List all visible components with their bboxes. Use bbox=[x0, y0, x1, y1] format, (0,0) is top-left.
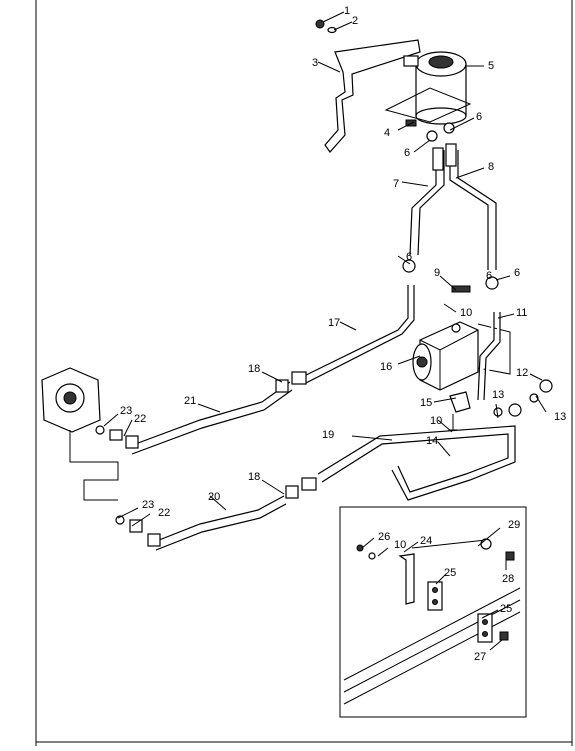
callout-label: 11 bbox=[516, 307, 527, 319]
callout-label: 3 bbox=[312, 57, 318, 69]
hose-clamp bbox=[402, 259, 416, 273]
callout-label: 26 bbox=[378, 531, 390, 543]
callout-label: 15 bbox=[420, 397, 432, 409]
callout-label: 6 bbox=[514, 267, 520, 279]
callout-label: 19 bbox=[322, 429, 334, 441]
callout-label: 2 bbox=[352, 15, 358, 27]
callout-label: 6 bbox=[486, 270, 492, 282]
elbow-fitting bbox=[449, 391, 471, 413]
fitting bbox=[301, 477, 317, 491]
callout-label: 24 bbox=[420, 535, 432, 547]
hydraulic-pump bbox=[412, 321, 479, 391]
fitting bbox=[285, 485, 299, 499]
callout-label: 14 bbox=[426, 435, 438, 447]
hydraulic-reservoir bbox=[415, 51, 467, 125]
fitting bbox=[291, 371, 307, 385]
callout-label: 25 bbox=[500, 603, 512, 615]
hose-clamp bbox=[485, 276, 499, 290]
callout-label: 5 bbox=[488, 60, 494, 72]
callout-label: 6 bbox=[476, 111, 482, 123]
hose-end bbox=[125, 435, 139, 449]
callout-label: 4 bbox=[384, 127, 390, 139]
callout-label: 13 bbox=[554, 411, 566, 423]
callout-label: 22 bbox=[158, 507, 170, 519]
callout-label: 12 bbox=[516, 367, 528, 379]
callout-label: 13 bbox=[492, 389, 504, 401]
fitting bbox=[508, 403, 522, 417]
callout-label: 18 bbox=[248, 471, 260, 483]
hose-fitting bbox=[445, 143, 457, 167]
assembly-guide bbox=[69, 430, 119, 501]
callout-label: 23 bbox=[120, 405, 132, 417]
bolt bbox=[315, 19, 325, 29]
bolt bbox=[451, 285, 471, 293]
callout-label: 7 bbox=[393, 178, 399, 190]
hose-clamp bbox=[426, 130, 438, 142]
callout-label: 22 bbox=[134, 413, 146, 425]
seal-ring bbox=[95, 425, 105, 435]
leader-lines bbox=[103, 11, 547, 651]
hose-21 bbox=[129, 381, 293, 455]
hose-end bbox=[147, 533, 161, 547]
callout-label: 6 bbox=[404, 147, 410, 159]
hose-clamp bbox=[443, 122, 455, 134]
pipe-19 bbox=[317, 425, 516, 501]
callout-label: 21 bbox=[184, 395, 196, 407]
washer bbox=[327, 26, 337, 34]
callout-label: 16 bbox=[380, 361, 392, 373]
callout-label: 23 bbox=[142, 499, 154, 511]
reservoir-clamp bbox=[403, 55, 419, 67]
callout-label: 10 bbox=[460, 307, 472, 319]
washer bbox=[451, 323, 461, 333]
steering-unit bbox=[41, 367, 101, 433]
hose-20 bbox=[153, 495, 287, 551]
callout-label: 25 bbox=[444, 567, 456, 579]
callout-label: 10 bbox=[430, 415, 442, 427]
callout-label: 10 bbox=[394, 539, 406, 551]
callout-label: 28 bbox=[502, 573, 514, 585]
fitting bbox=[539, 379, 553, 393]
hose-fitting bbox=[432, 147, 444, 171]
callout-label: 17 bbox=[328, 317, 340, 329]
callout-label: 1 bbox=[344, 5, 350, 17]
hose-17 bbox=[299, 285, 415, 385]
callout-label: 27 bbox=[474, 651, 486, 663]
callout-label: 8 bbox=[488, 161, 494, 173]
callout-label: 29 bbox=[508, 519, 520, 531]
callout-label: 18 bbox=[248, 363, 260, 375]
callout-label: 6 bbox=[406, 251, 412, 263]
hose-end bbox=[275, 379, 289, 393]
fitting bbox=[129, 519, 143, 533]
callout-label: 9 bbox=[434, 267, 440, 279]
detail-inset bbox=[343, 538, 521, 705]
fitting bbox=[109, 429, 123, 441]
detail-inset-frame bbox=[339, 506, 527, 718]
callout-label: 20 bbox=[208, 491, 220, 503]
assembly-guide bbox=[384, 87, 472, 123]
hose-11 bbox=[477, 312, 501, 401]
